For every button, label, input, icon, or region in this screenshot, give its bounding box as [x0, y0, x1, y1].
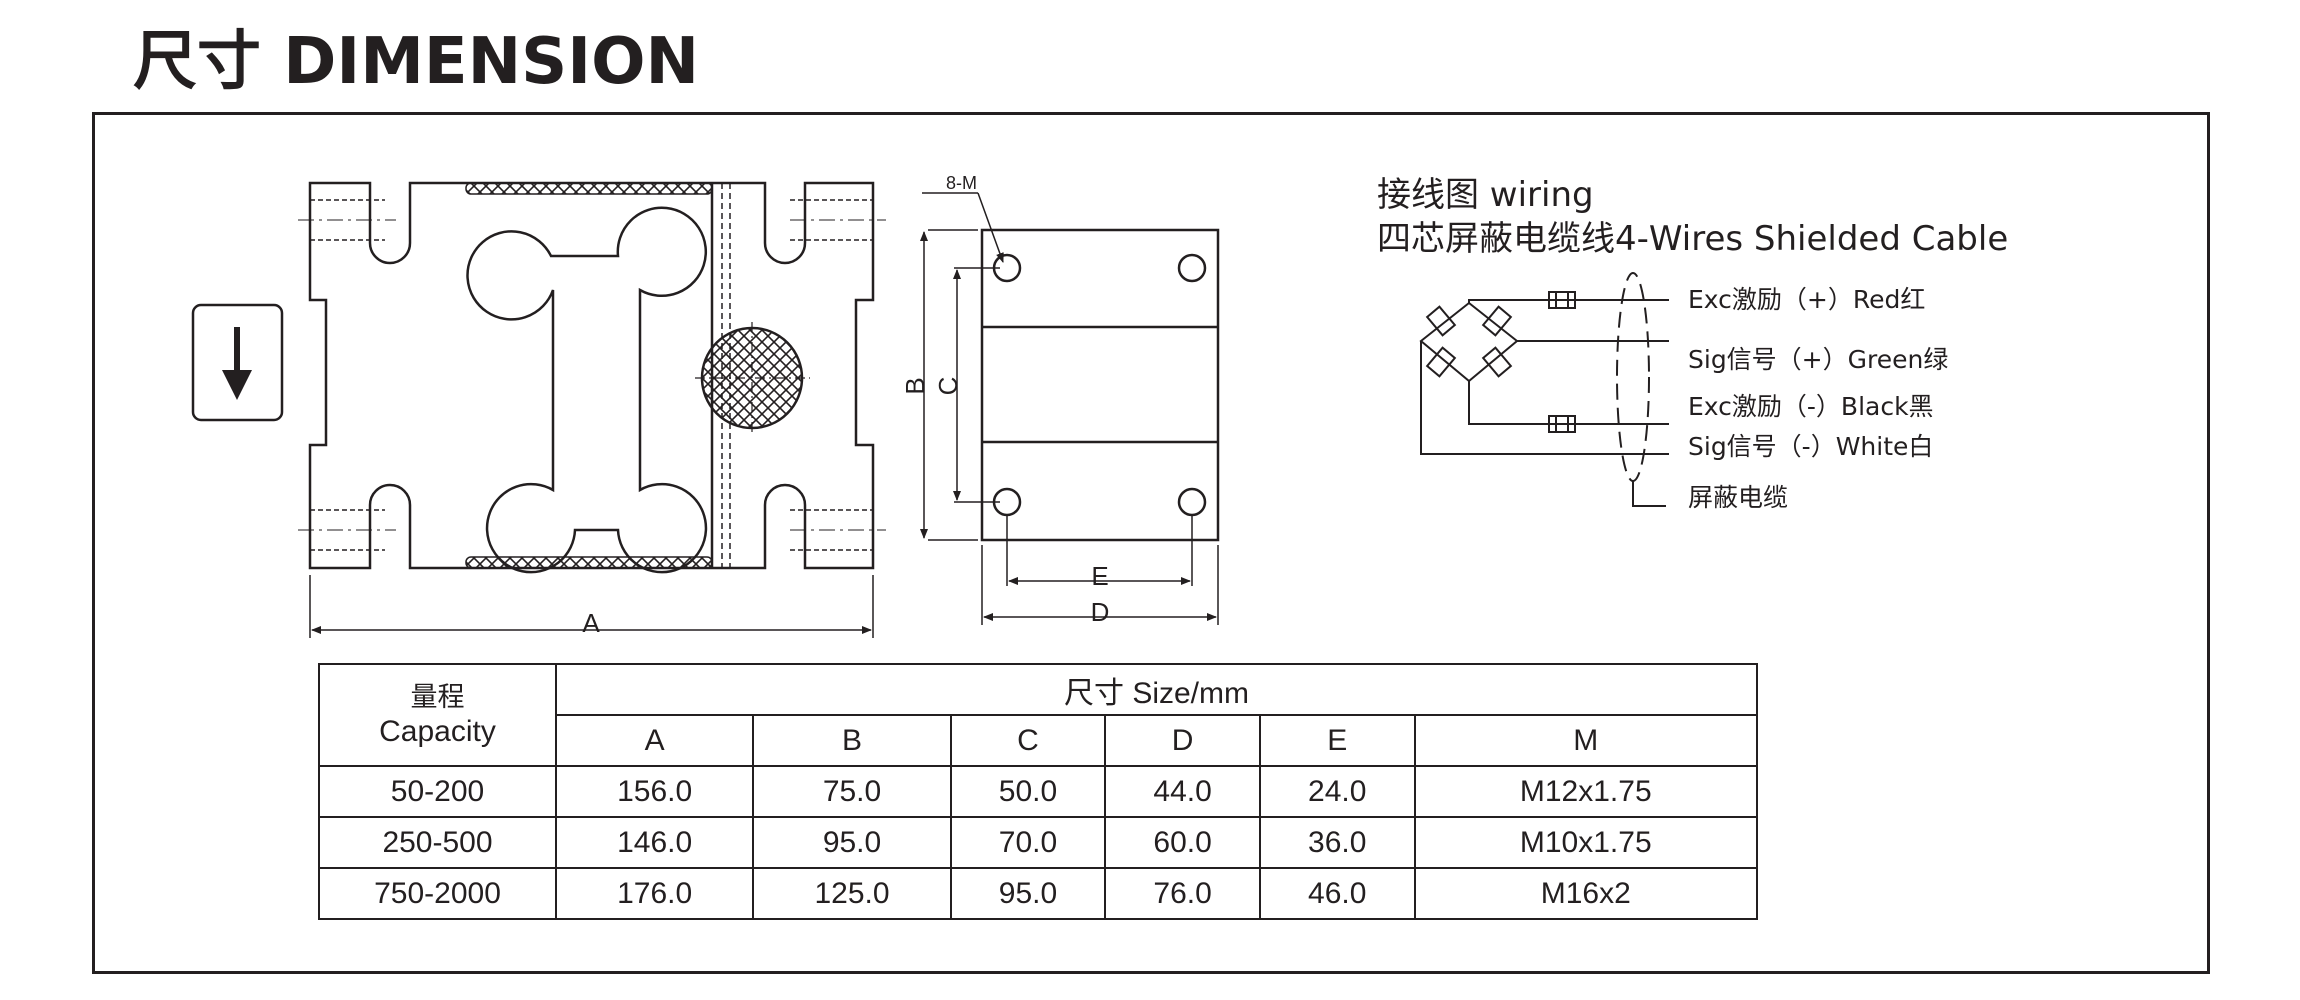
dim-label-e: E [1091, 561, 1108, 591]
capacity-header-en: Capacity [379, 715, 496, 748]
wire-label-shield: 屏蔽电缆 [1688, 483, 1789, 512]
table-cell: 36.0 [1258, 816, 1416, 869]
table-cell: M16x2 [1413, 867, 1759, 920]
wire-label-exc-minus: Exc激励（-）Black黑 [1688, 392, 1934, 421]
dim-label-d: D [1091, 597, 1110, 627]
dim-label-b: B [900, 377, 930, 394]
wiring-title-line2: 四芯屏蔽电缆线4-Wires Shielded Cable [1377, 219, 2009, 259]
dim-label-holes: 8-M [946, 173, 977, 193]
wiring-title: 接线图 wiring 四芯屏蔽电缆线4-Wires Shielded Cable [1377, 173, 2008, 261]
dimension-table: 量程 Capacity 尺寸 Size/mm A B C D E M 50-20… [318, 663, 1759, 920]
wire-label-sig-minus: Sig信号（-）White白 [1688, 432, 1934, 461]
table-row: 50-200 156.0 75.0 50.0 44.0 24.0 M12x1.7… [318, 765, 1759, 818]
capacity-header: 量程 Capacity [318, 663, 557, 767]
wire-label-sig-plus: Sig信号（+）Green绿 [1688, 345, 1949, 374]
table-cell: M12x1.75 [1413, 765, 1759, 818]
column-header: B [752, 714, 952, 767]
table-row: 750-2000 176.0 125.0 95.0 76.0 46.0 M16x… [318, 867, 1759, 920]
table-cell: 50.0 [949, 765, 1107, 818]
table-row: 250-500 146.0 95.0 70.0 60.0 36.0 M10x1.… [318, 816, 1759, 869]
page-title: 尺寸 DIMENSION [133, 25, 700, 99]
capacity-cell: 750-2000 [318, 867, 557, 920]
column-header: D [1104, 714, 1261, 767]
column-header-row: A B C D E M [319, 714, 1759, 767]
dim-label-c: C [933, 377, 963, 396]
column-header: A [554, 714, 755, 767]
table-cell: 95.0 [949, 867, 1107, 920]
column-header: E [1258, 714, 1416, 767]
wire-label-exc-plus: Exc激励（+）Red红 [1688, 285, 1926, 314]
wiring-schematic [1419, 272, 1669, 507]
table-cell: 24.0 [1258, 765, 1416, 818]
column-header: C [949, 714, 1107, 767]
dimension-a [309, 575, 874, 638]
dim-label-a: A [582, 608, 600, 638]
table-cell: 75.0 [752, 765, 952, 818]
wiring-title-line1: 接线图 wiring [1377, 175, 1594, 215]
table-cell: M10x1.75 [1413, 816, 1759, 869]
table-cell: 70.0 [949, 816, 1107, 869]
table-cell: 176.0 [554, 867, 755, 920]
capacity-cell: 50-200 [318, 765, 557, 818]
load-cell-side-view [980, 228, 1220, 542]
table-cell: 146.0 [554, 816, 755, 869]
table-cell: 60.0 [1104, 816, 1261, 869]
capacity-header-cn: 量程 [410, 682, 465, 713]
load-direction-arrow-icon [191, 303, 284, 422]
table-cell: 125.0 [752, 867, 952, 920]
table-cell: 46.0 [1258, 867, 1416, 920]
capacity-cell: 250-500 [318, 816, 557, 869]
drawing-frame [92, 112, 2210, 974]
table-cell: 44.0 [1104, 765, 1261, 818]
table-cell: 76.0 [1104, 867, 1261, 920]
table-cell: 95.0 [752, 816, 952, 869]
column-header: M [1413, 714, 1759, 767]
size-header: 尺寸 Size/mm [555, 663, 1758, 716]
table-cell: 156.0 [554, 765, 755, 818]
